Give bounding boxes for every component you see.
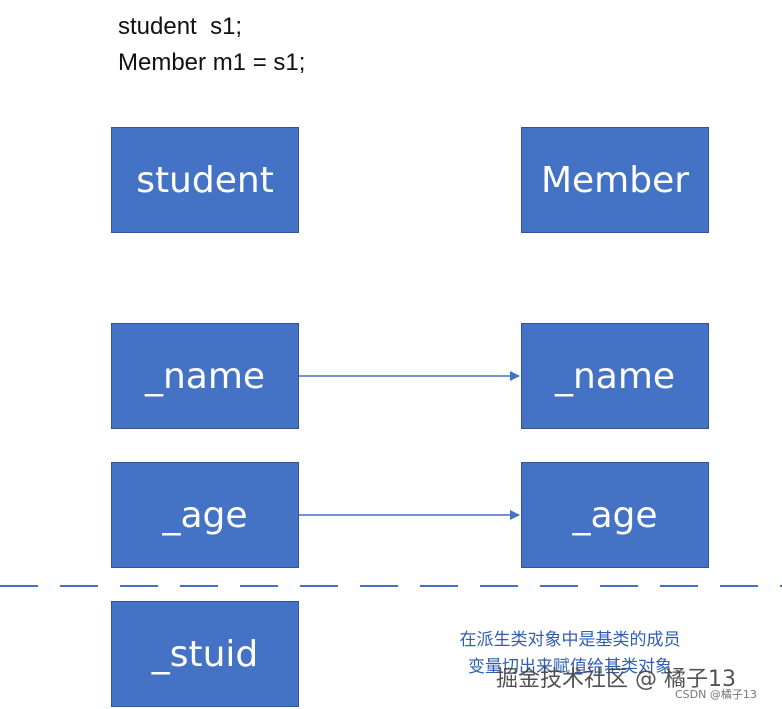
watermark-csdn: CSDN @橘子13 [675, 688, 757, 701]
watermark-juejin: 掘金技术社区 @ 橘子13 [496, 667, 736, 692]
student-stuid-box: _stuid [111, 601, 299, 707]
student-name-box: _name [111, 323, 299, 429]
member-name-box: _name [521, 323, 709, 429]
member-box: Member [521, 127, 709, 233]
member-age-box: _age [521, 462, 709, 568]
student-box: student [111, 127, 299, 233]
caption-line-1: 在派生类对象中是基类的成员 [459, 630, 681, 650]
student-age-box: _age [111, 462, 299, 568]
code-line-1: student s1; [118, 13, 243, 40]
code-line-2: Member m1 = s1; [118, 49, 306, 76]
caption-line-2: 变量切出来赋值给基类对象 [468, 657, 672, 677]
